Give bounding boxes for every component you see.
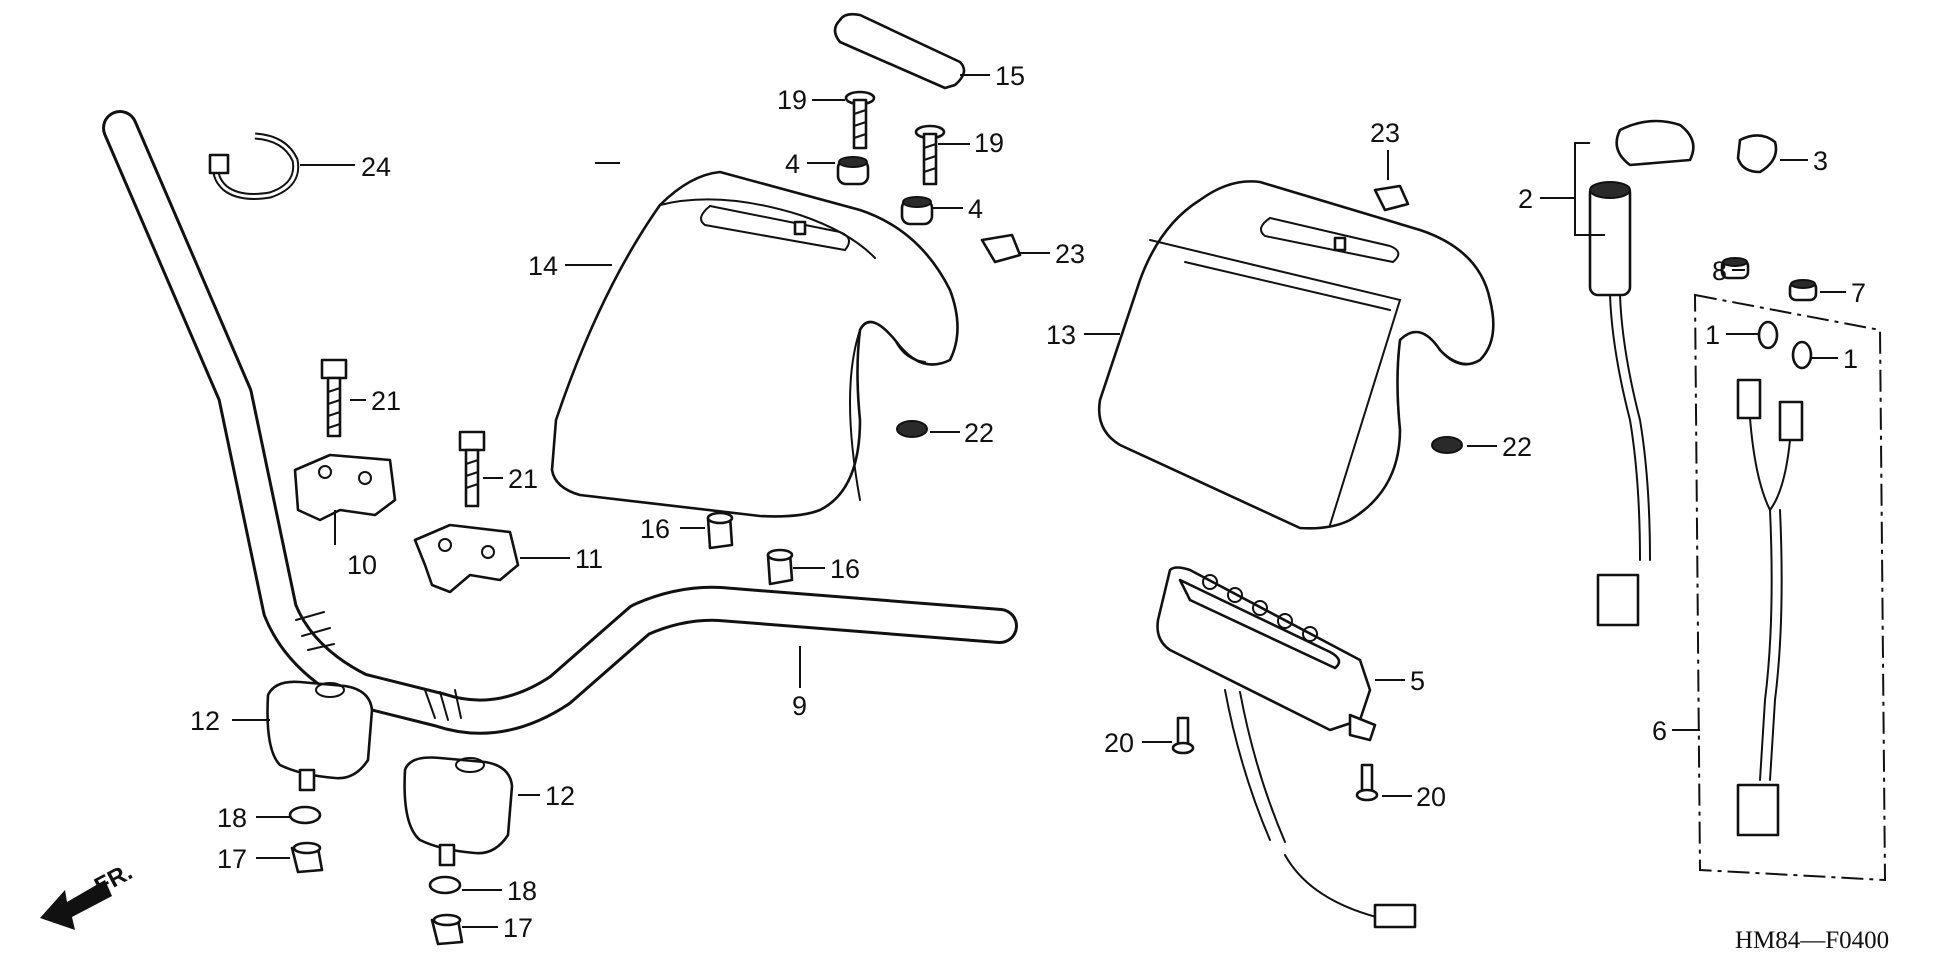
indicator-meter: [1156, 566, 1417, 929]
screw-20-left: [1171, 716, 1195, 755]
callout-23-a: 23: [1055, 239, 1085, 269]
washer-22-left: [896, 420, 928, 438]
front-direction-arrow: [40, 880, 112, 930]
callout-21-a: 21: [371, 386, 401, 416]
handlebar-upper-cover: [550, 170, 959, 518]
handlebar-holder-right: [403, 756, 514, 867]
grommet-4-right: [900, 196, 934, 226]
callout-7: 7: [1851, 278, 1866, 308]
callout-9: 9: [792, 691, 807, 721]
callout-1-a: 1: [1705, 320, 1720, 350]
callout-2: 2: [1518, 184, 1533, 214]
clip-ring: [208, 132, 300, 200]
collar-16-left: [706, 511, 734, 550]
callout-13: 13: [1046, 320, 1076, 350]
grommet-7: [1788, 279, 1818, 302]
callout-3: 3: [1813, 146, 1828, 176]
screw-19-left: [844, 90, 876, 150]
callout-15: 15: [995, 61, 1025, 91]
screw-19-right: [914, 124, 946, 186]
bolt-21-right: [458, 430, 486, 508]
callout-labels: 24 21 21 10 11 12 12 18 17 18 17 9 14 19…: [190, 61, 1866, 943]
handlebar-holder-left: [266, 680, 374, 792]
diagram-code: HM84—F0400: [1735, 927, 1889, 954]
callout-23-b: 23: [1370, 118, 1400, 148]
callout-4-a: 4: [785, 149, 800, 179]
callout-8: 8: [1712, 256, 1727, 286]
callout-16-b: 16: [830, 554, 860, 584]
callout-18-a: 18: [217, 803, 247, 833]
callout-19-b: 19: [974, 128, 1004, 158]
callout-14: 14: [528, 251, 558, 281]
callout-22-b: 22: [1502, 432, 1532, 462]
callout-4-b: 4: [968, 194, 983, 224]
callout-5: 5: [1410, 666, 1425, 696]
screw-20-right: [1355, 763, 1379, 802]
collar-16-right: [766, 548, 794, 586]
callout-16-a: 16: [640, 514, 670, 544]
leader-lines: [232, 74, 1846, 928]
handlebar-clamp-10: [293, 453, 397, 522]
callout-6: 6: [1652, 716, 1667, 746]
washer-22-right: [1431, 436, 1463, 454]
callout-12-a: 12: [190, 706, 220, 736]
clip-23-right: [1373, 184, 1410, 212]
bolt-21-left: [320, 358, 348, 438]
washer-18-right: [428, 875, 462, 895]
callout-17-a: 17: [217, 844, 247, 874]
wire-harness-group: [1693, 293, 1887, 882]
callout-1-b: 1: [1843, 344, 1858, 374]
handlebar-clamp-11: [413, 523, 520, 594]
callout-10: 10: [347, 550, 377, 580]
callout-18-b: 18: [507, 876, 537, 906]
handlebar-lower-cover: [1097, 180, 1495, 530]
nut-17-left: [290, 841, 324, 874]
callout-12-b: 12: [545, 781, 575, 811]
cover-lid-15: [833, 12, 966, 90]
callout-11: 11: [575, 544, 603, 574]
callout-22-a: 22: [964, 418, 994, 448]
callout-19-a: 19: [777, 85, 807, 115]
ignition-switch: [1588, 119, 1695, 627]
callout-21-b: 21: [508, 464, 538, 494]
clip-23-left: [980, 233, 1022, 264]
key-cap-3: [1736, 134, 1778, 174]
nut-17-right: [430, 913, 464, 946]
grommet-4-left: [836, 156, 870, 186]
callout-20-a: 20: [1104, 728, 1134, 758]
callout-20-b: 20: [1416, 782, 1446, 812]
callout-24: 24: [361, 152, 391, 182]
washer-18-left: [288, 805, 322, 825]
callout-17-b: 17: [503, 913, 533, 943]
handlebar: [102, 110, 1018, 735]
